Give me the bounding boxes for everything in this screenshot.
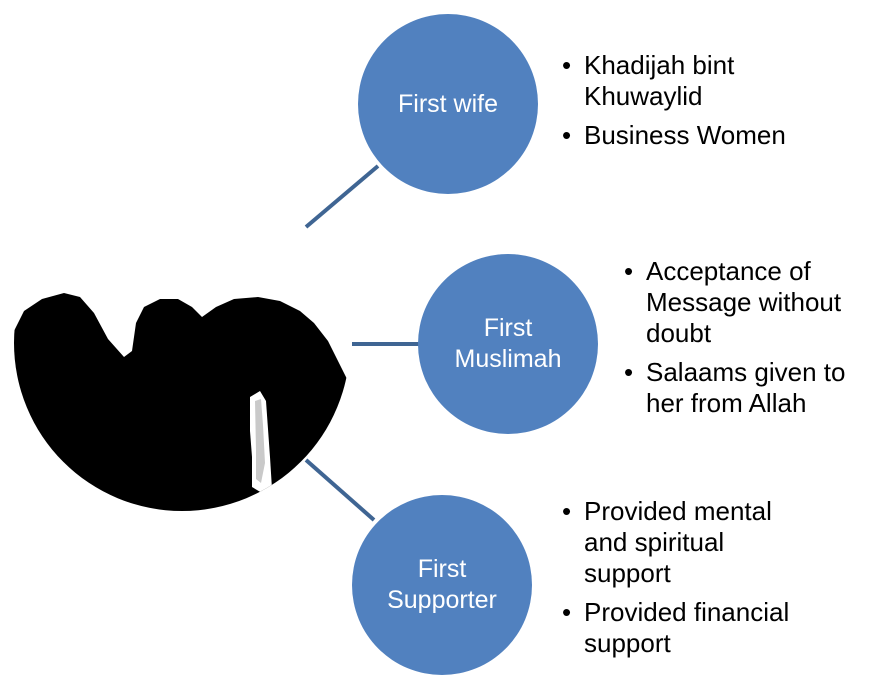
bullets-first-supporter: Provided mental and spiritual support Pr… (562, 496, 862, 667)
node-first-muslimah-label: First Muslimah (454, 314, 562, 373)
node-first-wife: First wife (358, 14, 538, 194)
bullet-item: Acceptance of Message without doubt (624, 256, 869, 349)
bullet-item: Provided mental and spiritual support (562, 496, 862, 589)
central-photo (14, 175, 350, 511)
bullet-item: Provided financial support (562, 597, 862, 659)
connector-line-first-supporter (304, 458, 376, 522)
bullets-first-wife: Khadijah bint Khuwaylid Business Women (562, 50, 852, 159)
connector-line-first-wife (304, 164, 380, 229)
node-first-wife-label: First wife (398, 89, 498, 118)
node-first-supporter-label: First Supporter (387, 555, 497, 614)
bullets-first-muslimah: Acceptance of Message without doubt Sala… (624, 256, 869, 427)
bullet-item: Khadijah bint Khuwaylid (562, 50, 852, 112)
node-first-supporter: First Supporter (352, 495, 532, 675)
bullet-item: Business Women (562, 120, 852, 151)
veiled-women-silhouette-icon (14, 293, 350, 511)
node-first-muslimah: First Muslimah (418, 254, 598, 434)
bullet-item: Salaams given to her from Allah (624, 357, 869, 419)
